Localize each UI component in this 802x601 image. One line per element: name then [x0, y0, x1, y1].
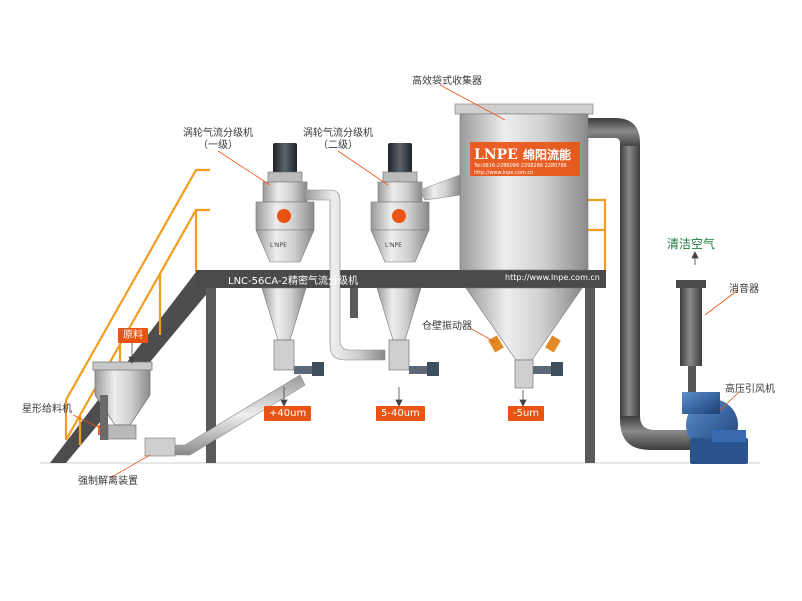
output-fine: -5um [508, 406, 545, 421]
collector-label: 高效袋式收集器 [412, 76, 482, 87]
brand-logo: LNPE [474, 147, 518, 163]
brand-cn-name: 绵阳流能 [522, 148, 571, 162]
classifier1-label: 涡轮气流分级机 （一级） [178, 128, 258, 152]
raw-material-tag: 原料 [118, 328, 148, 343]
classifier1-label-line2: （一级） [198, 140, 238, 151]
classifier2-logo: L'NPE [385, 242, 402, 249]
silencer [676, 280, 706, 394]
classifier1-logo: L'NPE [270, 242, 287, 249]
classifier2-label-line1: 涡轮气流分级机 [303, 128, 373, 139]
brand-panel: LNPE 绵阳流能 Tel:0816-2286098 2298286 22807… [474, 144, 578, 177]
classifier-1: L'NPE [255, 143, 324, 376]
interstage-pipe [304, 189, 386, 361]
exhaust-duct [588, 118, 690, 450]
platform-beam [196, 270, 606, 288]
high-pressure-fan [682, 392, 748, 464]
classifier1-label-line1: 涡轮气流分级机 [183, 128, 253, 139]
fan-label: 高压引风机 [725, 384, 775, 395]
website-label: http://www.lnpe.com.cn [505, 273, 600, 282]
bag-collector [454, 103, 594, 389]
model-label: LNC-56CA-2精密气流分级机 [228, 276, 358, 287]
brand-url: http://www.lnpe.com.cn [474, 170, 534, 176]
silencer-label: 消音器 [729, 284, 759, 295]
clean-air-label: 清洁空气 [667, 237, 716, 251]
classifier2-label-line2: （二级） [318, 140, 358, 151]
raw-material-hopper [92, 361, 153, 440]
deagglomerator-label: 强制解离装置 [78, 476, 138, 487]
star-feeder-label: 星形给料机 [22, 404, 72, 415]
output-coarse: +40um [264, 406, 312, 421]
bin-vibrator-label: 仓壁振动器 [422, 321, 472, 332]
classifier2-label: 涡轮气流分级机 （二级） [298, 128, 378, 152]
brand-contact: Tel:0816-2286098 2298286 2280786 [474, 163, 567, 169]
output-medium: 5-40um [376, 406, 425, 421]
classifier-2: L'NPE [370, 143, 439, 376]
